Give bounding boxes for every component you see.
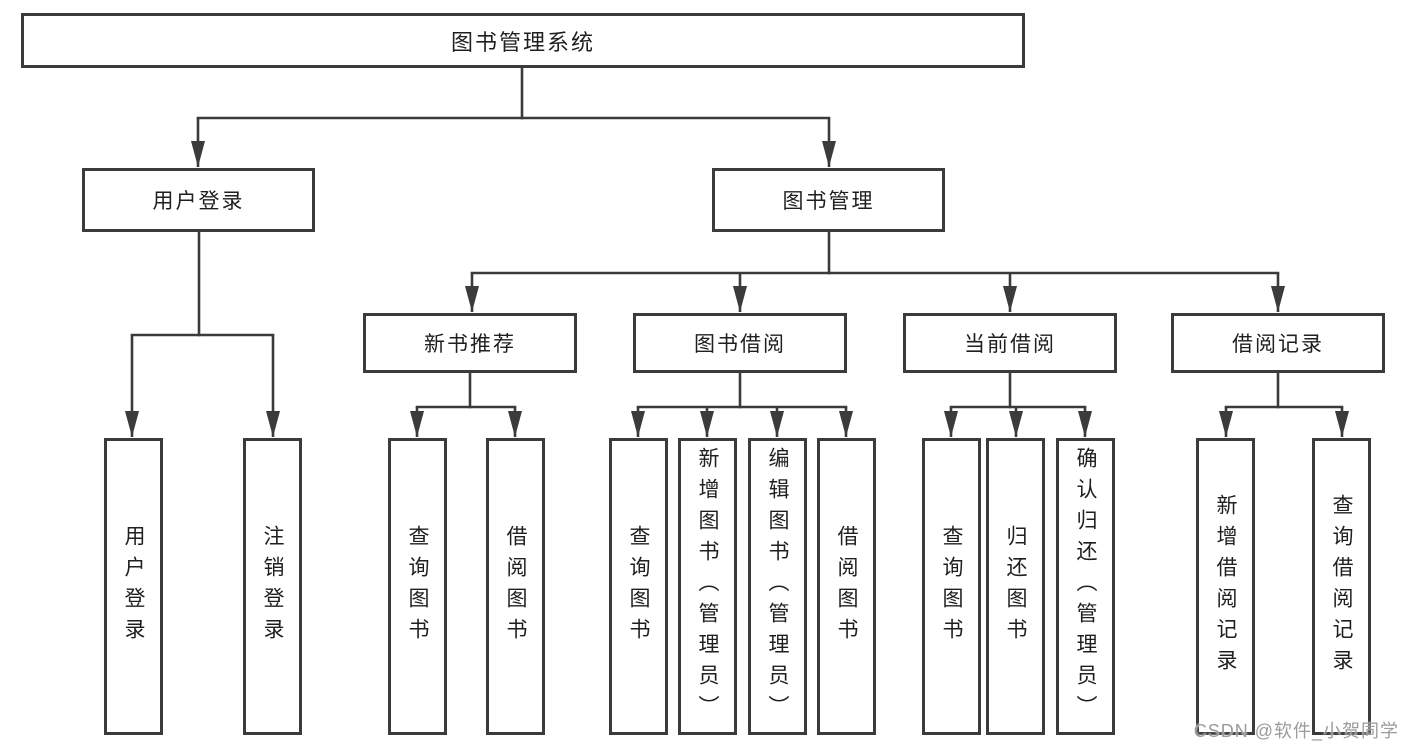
node-edit-book-admin: 编辑图书（管理员） xyxy=(748,438,807,735)
node-book-borrow: 图书借阅 xyxy=(633,313,847,373)
connector-group xyxy=(125,66,1349,437)
node-book-mgmt: 图书管理 xyxy=(712,168,945,232)
node-borrow-book: 借阅图书 xyxy=(817,438,876,735)
node-logout-action: 注销登录 xyxy=(243,438,302,735)
node-user-login: 用户登录 xyxy=(82,168,315,232)
node-query-book-rec: 查询图书 xyxy=(388,438,447,735)
node-return-book: 归还图书 xyxy=(986,438,1045,735)
node-query-book-borrow: 查询图书 xyxy=(609,438,668,735)
node-confirm-return-admin: 确认归还（管理员） xyxy=(1056,438,1115,735)
node-add-book-admin: 新增图书（管理员） xyxy=(678,438,737,735)
node-add-borrow-record: 新增借阅记录 xyxy=(1196,438,1255,735)
node-query-borrow-record: 查询借阅记录 xyxy=(1312,438,1371,735)
watermark-text: CSDN @软件_小贺同学 xyxy=(1193,721,1399,741)
node-query-book-current: 查询图书 xyxy=(922,438,981,735)
node-borrow-record: 借阅记录 xyxy=(1171,313,1385,373)
node-borrow-book-rec: 借阅图书 xyxy=(486,438,545,735)
node-new-book-rec: 新书推荐 xyxy=(363,313,577,373)
node-root: 图书管理系统 xyxy=(21,13,1025,68)
node-user-login-action: 用户登录 xyxy=(104,438,163,735)
node-current-borrow: 当前借阅 xyxy=(903,313,1117,373)
